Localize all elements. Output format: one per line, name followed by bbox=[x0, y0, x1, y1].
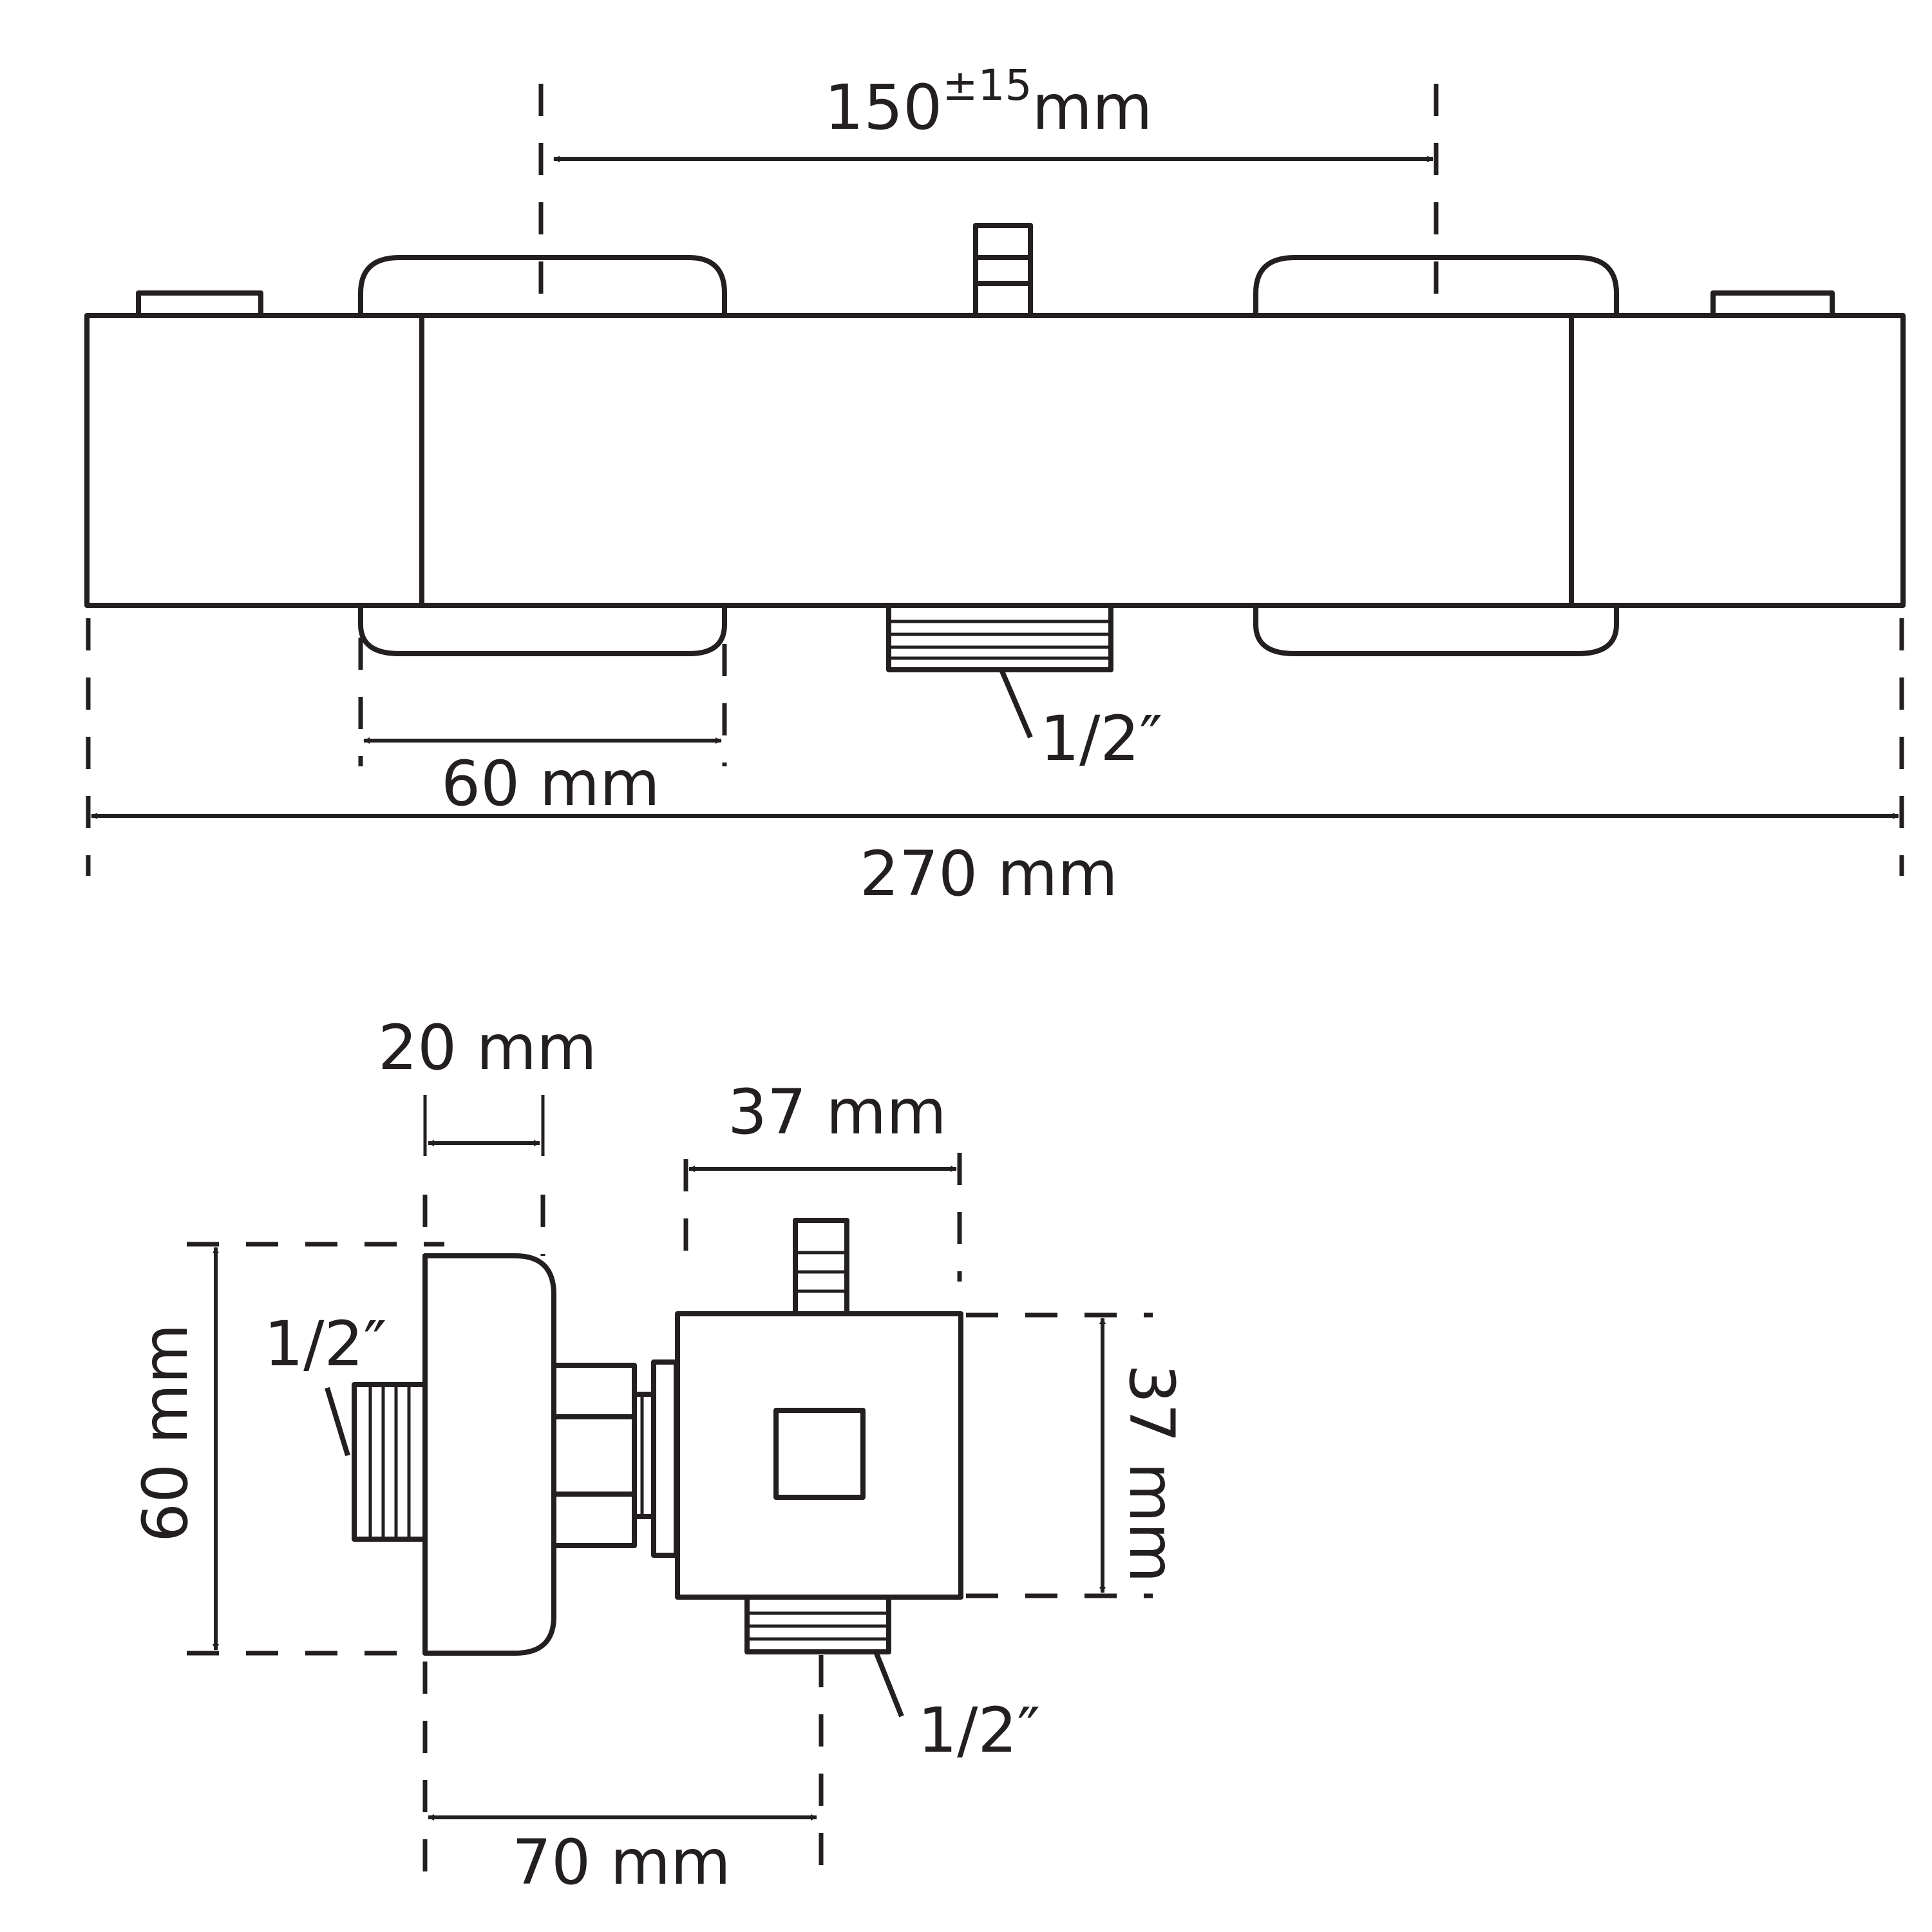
inlet-thread-label: 1/2″ bbox=[264, 1308, 386, 1380]
side-valve-body bbox=[675, 1311, 963, 1600]
top-stem bbox=[973, 223, 1033, 318]
connector-collar bbox=[632, 1392, 656, 1519]
outlet-thread bbox=[886, 603, 1113, 672]
right-end-cap bbox=[1710, 290, 1835, 318]
connector-flange bbox=[651, 1359, 679, 1558]
spacing-label: 150±15mm bbox=[824, 61, 1153, 144]
top-view: 150±15mm 1/2″ 60 mm bbox=[84, 61, 1906, 910]
inlet-thread bbox=[352, 1382, 428, 1542]
total-length-label: 270 mm bbox=[860, 838, 1118, 910]
valve-body bbox=[84, 313, 1906, 608]
outlet-leader bbox=[999, 668, 1033, 739]
wall-plate-depth-label: 20 mm bbox=[378, 1012, 597, 1084]
side-top-stem bbox=[793, 1218, 849, 1316]
side-outlet-leader bbox=[873, 1651, 904, 1718]
wall-plate bbox=[422, 1253, 556, 1656]
left-handle-top bbox=[358, 255, 727, 316]
wall-height-label: 60 mm bbox=[129, 1323, 202, 1542]
outlet-thread-label: 1/2″ bbox=[1040, 703, 1162, 775]
left-end-cap bbox=[136, 290, 263, 318]
inlet-leader bbox=[325, 1387, 350, 1457]
square-cutout bbox=[773, 1408, 866, 1500]
side-outlet-thread-label: 1/2″ bbox=[918, 1694, 1040, 1766]
side-view: 20 mm 37 mm 60 mm 1/2″ bbox=[129, 1012, 1188, 1899]
right-handle-bottom bbox=[1253, 605, 1619, 656]
projection-label: 70 mm bbox=[512, 1826, 731, 1899]
connector-nut bbox=[551, 1363, 637, 1548]
handle-width-label: 60 mm bbox=[441, 748, 660, 820]
body-height-label: 37 mm bbox=[1115, 1364, 1188, 1583]
right-handle-top bbox=[1253, 255, 1619, 316]
body-width-label: 37 mm bbox=[728, 1076, 947, 1148]
left-handle-bottom bbox=[358, 605, 727, 656]
